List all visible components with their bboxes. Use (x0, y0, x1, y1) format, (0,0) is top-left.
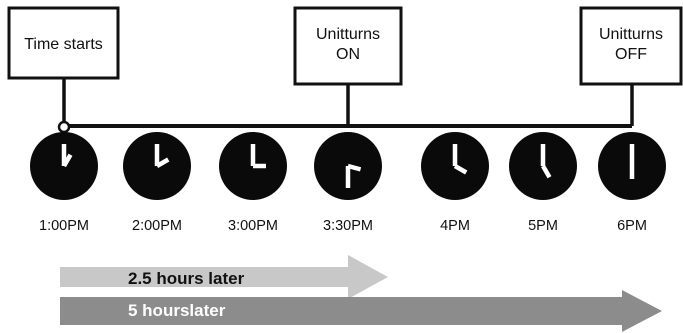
clock-6: 5PM (509, 132, 577, 234)
arrow-5-hours: 5 hourslater (60, 290, 662, 332)
callout-unit-off: Unitturns OFF (579, 6, 683, 86)
clock-7: 6PM (598, 132, 666, 234)
clock-time-label: 3:30PM (323, 218, 373, 234)
clock-1: 1:00PM (30, 132, 98, 234)
clock-hour-hand (541, 164, 552, 179)
clock-hour-hand (62, 153, 73, 168)
clock-4: 3:30PM (314, 132, 382, 234)
clock-time-label: 5PM (528, 218, 558, 234)
arrow-5-hours-label: 5 hourslater (128, 301, 226, 320)
clock-hour-hand (155, 157, 170, 168)
clock-5: 4PM (421, 132, 489, 234)
clock-time-label: 1:00PM (39, 218, 89, 234)
arrow-2-5-hours: 2.5 hours later (60, 255, 388, 299)
arrow-5-hours-shape (60, 290, 662, 332)
clocks-group: 1:00PM 2:00PM 3:00PM 3:30PM 4PM 5PM 6PM (30, 132, 666, 234)
callout-unit-on-line1: Unitturns (316, 26, 380, 43)
clock-hour-hand (347, 163, 362, 172)
arrow-2-5-hours-label: 2.5 hours later (128, 269, 245, 288)
callout-unit-off-line2: OFF (615, 46, 647, 63)
clock-3: 3:00PM (219, 132, 287, 234)
clock-hour-hand (453, 164, 468, 175)
timeline-start-marker (57, 120, 71, 134)
callout-unit-on-line2: ON (336, 46, 360, 63)
arrow-2-5-hours-shape (60, 255, 388, 299)
clock-time-label: 2:00PM (132, 218, 182, 234)
callout-time-starts-text: Time starts (24, 36, 103, 53)
clock-time-label: 3:00PM (228, 218, 278, 234)
callout-time-starts: Time starts (7, 6, 120, 80)
callout-unit-off-line1: Unitturns (599, 26, 663, 43)
callout-unit-on: Unitturns ON (293, 6, 403, 86)
clock-2: 2:00PM (123, 132, 191, 234)
clock-time-label: 6PM (617, 218, 647, 234)
clock-time-label: 4PM (440, 218, 470, 234)
